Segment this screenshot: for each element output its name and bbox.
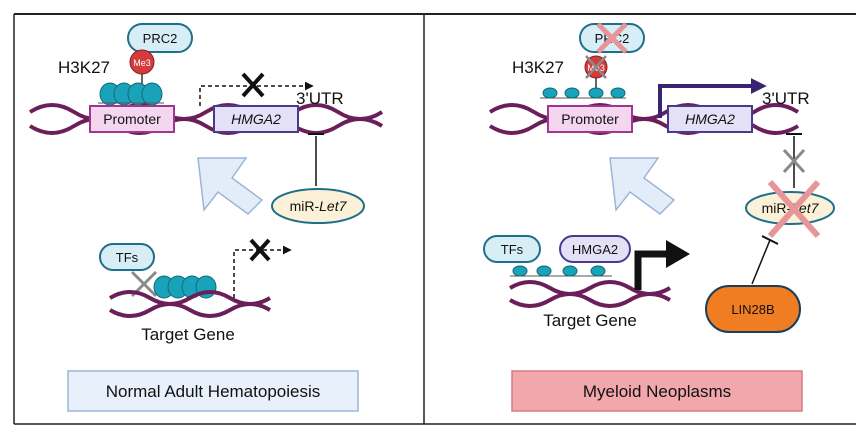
hmga2-gene-box-right: [667, 105, 753, 133]
block-cross: [241, 72, 265, 98]
promoter-box-right: [547, 105, 633, 133]
left-flow-arrow: [197, 157, 264, 215]
neoplasm-title-box: [511, 370, 803, 412]
nucleosome-cluster-lower: [153, 275, 217, 299]
active-transcription-arrow: [658, 78, 767, 118]
h3k27-label: H3K27: [58, 58, 110, 77]
prc2-label: PRC2: [143, 31, 178, 46]
lin28b-inhibition-bar: [761, 235, 779, 245]
me3-circle: [129, 49, 155, 75]
target-gene-label: Target Gene: [141, 325, 235, 344]
lin28b-label: LIN28B: [731, 302, 774, 317]
utr-label: 3'UTR: [296, 89, 344, 108]
lower-dna-strand-a: [108, 290, 272, 306]
lower-dna-strand-a-right: [508, 280, 672, 296]
hmga2-factor-bubble: [559, 235, 631, 263]
promoter-box: [89, 105, 175, 133]
normal-title-box: [67, 370, 359, 412]
mirna-loss-cross: [767, 180, 821, 238]
active-target-arrow-shaft: [634, 250, 668, 290]
dna-strand-a: [28, 103, 384, 121]
open-nucleosomes: [540, 87, 626, 99]
inhibition-loss-cross: [782, 148, 806, 174]
tfs-bubble: [99, 243, 155, 271]
tfs-label-right: TFs: [501, 242, 524, 257]
lower-dna-strand-b: [108, 302, 272, 318]
right-flow-arrow: [609, 157, 676, 215]
tfs-bubble-right: [483, 235, 541, 263]
blocked-target-arrow: [233, 245, 292, 298]
prc2-loss-cross: [596, 22, 628, 54]
mirna-oval: [271, 188, 365, 224]
neoplasm-title-label: Myeloid Neoplasms: [583, 382, 731, 401]
lower-dna-strand-b-right: [508, 292, 672, 308]
normal-title-label: Normal Adult Hematopoiesis: [106, 382, 320, 401]
utr-label-right: 3'UTR: [762, 89, 810, 108]
target-block-cross: [249, 238, 271, 262]
me3-label: Me3: [133, 58, 151, 68]
promoter-label-right: Promoter: [561, 111, 619, 127]
active-target-arrow-head: [666, 240, 690, 268]
mirna-label: miR-Let7: [290, 198, 348, 214]
nucleosome-cluster: [98, 82, 164, 106]
blocked-transcription-arrow: [199, 81, 314, 106]
lin28b-inhibition-line: [751, 239, 771, 285]
me3-loss-cross: [585, 55, 607, 79]
target-gene-label-right: Target Gene: [543, 311, 637, 330]
lin28b-bubble: [705, 285, 801, 333]
open-nucleosomes-lower: [510, 265, 612, 277]
prc2-bubble: [127, 23, 193, 53]
dna-strand-b: [28, 117, 384, 135]
hmga2-gene-label: HMGA2: [231, 111, 281, 127]
hmga2-gene-box: [213, 105, 299, 133]
hmga2-gene-label-right: HMGA2: [685, 111, 735, 127]
right-panel: PRC2 Me3 H3K27 Promoter HMGA2: [483, 22, 835, 412]
tfs-label: TFs: [116, 250, 139, 265]
h3k27-label-right: H3K27: [512, 58, 564, 77]
promoter-label: Promoter: [103, 111, 161, 127]
hmga2-factor-label: HMGA2: [572, 242, 618, 257]
left-panel: PRC2 Me3 H3K27 Promoter HMGA2: [28, 23, 384, 412]
